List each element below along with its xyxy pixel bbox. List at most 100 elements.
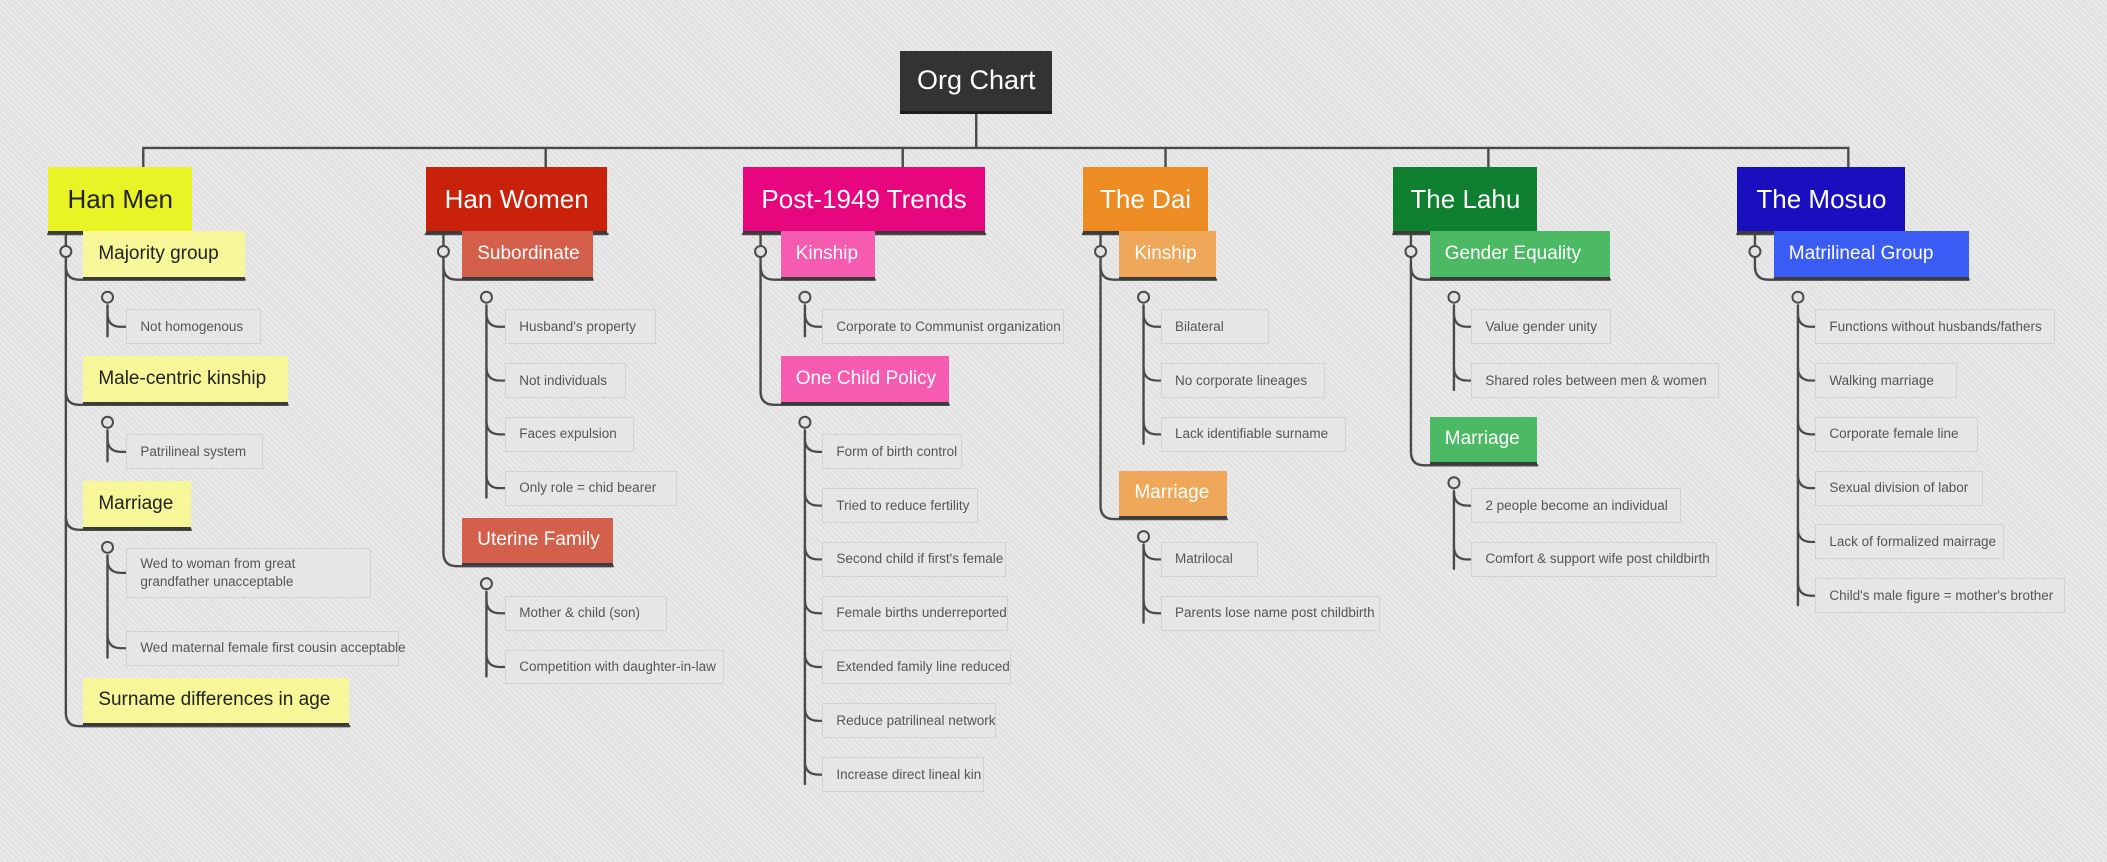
node-label: The Mosuo	[1756, 183, 1887, 214]
collapse-handle[interactable]	[101, 290, 114, 304]
subnode-the-dai-1[interactable]: Marriage	[1119, 470, 1227, 520]
subnode-han-women-1[interactable]: Uterine Family	[462, 517, 613, 567]
node-label: Shared roles between men & women	[1485, 372, 1707, 388]
leaf-han-women-0-3[interactable]: Only role = chid bearer	[505, 470, 678, 506]
collapse-handle[interactable]	[59, 244, 73, 258]
subnode-the-dai-0[interactable]: Kinship	[1119, 231, 1217, 280]
subnode-han-women-0[interactable]: Subordinate	[462, 231, 593, 280]
leaf-han-women-0-0[interactable]: Husband's property	[505, 309, 656, 345]
leaf-the-mosuo-0-2[interactable]: Corporate female line	[1815, 416, 1978, 452]
node-label: Walking marriage	[1829, 372, 1934, 388]
leaf-han-women-1-1[interactable]: Competition with daughter-in-law	[505, 649, 725, 685]
leaf-post-1949-0-0[interactable]: Corporate to Communist organization	[822, 309, 1065, 345]
leaf-han-women-1-0[interactable]: Mother & child (son)	[505, 595, 667, 631]
leaf-post-1949-1-2[interactable]: Second child if first's female	[822, 541, 1007, 577]
node-label: Value gender unity	[1485, 318, 1597, 334]
node-label: Functions without husbands/fathers	[1829, 318, 2042, 334]
node-label: Extended family line reduced	[836, 659, 1010, 675]
node-label: Corporate female line	[1829, 426, 1959, 442]
collapse-handle[interactable]	[101, 415, 114, 429]
subnode-the-lahu-0[interactable]: Gender Equality	[1429, 231, 1610, 280]
collapse-handle[interactable]	[1137, 530, 1151, 544]
leaf-the-lahu-0-0[interactable]: Value gender unity	[1471, 309, 1612, 345]
node-label: One Child Policy	[795, 367, 937, 389]
leaf-the-mosuo-0-3[interactable]: Sexual division of labor	[1815, 470, 1984, 506]
collapse-handle[interactable]	[101, 540, 114, 554]
node-label: Matrilocal	[1175, 551, 1233, 567]
collapse-handle[interactable]	[479, 577, 493, 591]
node-label: Org Chart	[916, 65, 1036, 96]
node-label: Lack identifiable surname	[1175, 426, 1329, 442]
leaf-han-women-0-1[interactable]: Not individuals	[505, 363, 627, 399]
subnode-han-men-3[interactable]: Surname differences in age	[83, 677, 350, 727]
collapse-handle[interactable]	[1447, 290, 1461, 304]
leaf-the-mosuo-0-0[interactable]: Functions without husbands/fathers	[1815, 309, 2055, 345]
collapse-handle[interactable]	[1404, 244, 1418, 258]
leaf-post-1949-1-3[interactable]: Female births underreported	[822, 595, 1008, 631]
leaf-post-1949-1-5[interactable]: Reduce patrilineal network	[822, 703, 996, 739]
collapse-handle[interactable]	[1447, 476, 1461, 490]
collapse-handle[interactable]	[1137, 290, 1151, 304]
node-label: Kinship	[1134, 242, 1197, 264]
subnode-post-1949-0[interactable]: Kinship	[780, 231, 875, 280]
leaf-han-men-0-0[interactable]: Not homogenous	[126, 309, 261, 345]
leaf-han-men-2-0[interactable]: Wed to woman from great grandfather unac…	[126, 547, 371, 598]
branch-node-han-men[interactable]: Han Men	[48, 166, 193, 234]
collapse-handle[interactable]	[1748, 244, 1762, 258]
leaf-the-mosuo-0-5[interactable]: Child's male figure = mother's brother	[1815, 578, 2066, 614]
collapse-handle[interactable]	[479, 290, 493, 304]
leaf-the-dai-0-2[interactable]: Lack identifiable surname	[1161, 416, 1347, 452]
leaf-the-dai-0-0[interactable]: Bilateral	[1161, 309, 1269, 345]
subnode-post-1949-1[interactable]: One Child Policy	[780, 356, 949, 405]
branch-node-the-lahu[interactable]: The Lahu	[1393, 166, 1538, 234]
leaf-the-dai-1-1[interactable]: Parents lose name post childbirth	[1161, 595, 1381, 631]
leaf-the-mosuo-0-1[interactable]: Walking marriage	[1815, 363, 1957, 399]
branch-node-the-mosuo[interactable]: The Mosuo	[1737, 166, 1906, 234]
node-label: Marriage	[1134, 482, 1210, 504]
node-label: Marriage	[1444, 428, 1520, 450]
root-node[interactable]: Org Chart	[900, 51, 1053, 115]
branch-node-han-women[interactable]: Han Women	[425, 166, 608, 234]
node-label: Han Women	[444, 183, 589, 214]
node-label: Subordinate	[477, 242, 580, 264]
leaf-the-dai-1-0[interactable]: Matrilocal	[1161, 541, 1258, 577]
branch-node-the-dai[interactable]: The Dai	[1083, 166, 1209, 234]
node-label: Uterine Family	[477, 529, 600, 551]
node-label: Post-1949 Trends	[761, 183, 967, 214]
subnode-the-mosuo-0[interactable]: Matrilineal Group	[1773, 231, 1969, 280]
leaf-han-men-2-1[interactable]: Wed maternal female first cousin accepta…	[126, 630, 406, 666]
node-label: The Dai	[1100, 183, 1192, 214]
collapse-handle[interactable]	[754, 244, 768, 258]
node-label: Sexual division of labor	[1829, 480, 1969, 496]
collapse-handle[interactable]	[1094, 244, 1108, 258]
leaf-han-women-0-2[interactable]: Faces expulsion	[505, 416, 635, 452]
leaf-post-1949-1-4[interactable]: Extended family line reduced	[822, 649, 1011, 685]
node-label: Han Men	[67, 183, 174, 214]
subnode-the-lahu-1[interactable]: Marriage	[1429, 416, 1538, 466]
leaf-the-dai-0-1[interactable]: No corporate lineages	[1161, 363, 1325, 399]
leaf-post-1949-1-6[interactable]: Increase direct lineal kin	[822, 757, 984, 793]
leaf-the-mosuo-0-4[interactable]: Lack of formalized mairrage	[1815, 524, 2004, 560]
node-label: Wed maternal female first cousin accepta…	[140, 640, 406, 656]
subnode-han-men-0[interactable]: Majority group	[83, 231, 245, 280]
leaf-the-lahu-1-0[interactable]: 2 people become an individual	[1471, 488, 1682, 524]
leaf-post-1949-1-0[interactable]: Form of birth control	[822, 434, 963, 470]
node-label: Faces expulsion	[519, 426, 617, 442]
node-label: Kinship	[795, 242, 859, 264]
node-label: Wed to woman from great grandfather unac…	[140, 555, 296, 589]
node-label: Competition with daughter-in-law	[519, 659, 716, 675]
subnode-han-men-2[interactable]: Marriage	[83, 481, 191, 530]
leaf-han-men-1-0[interactable]: Patrilineal system	[126, 434, 264, 470]
subnode-han-men-1[interactable]: Male-centric kinship	[83, 356, 288, 405]
node-label: Parents lose name post childbirth	[1175, 605, 1375, 621]
leaf-the-lahu-1-1[interactable]: Comfort & support wife post childbirth	[1471, 541, 1718, 577]
leaf-post-1949-1-1[interactable]: Tried to reduce fertility	[822, 488, 979, 524]
collapse-handle[interactable]	[436, 244, 450, 258]
leaf-the-lahu-0-1[interactable]: Shared roles between men & women	[1471, 363, 1719, 399]
node-label: Lack of formalized mairrage	[1829, 533, 1996, 549]
collapse-handle[interactable]	[1791, 290, 1805, 304]
branch-node-post-1949[interactable]: Post-1949 Trends	[743, 166, 985, 234]
collapse-handle[interactable]	[798, 415, 812, 429]
collapse-handle[interactable]	[798, 290, 812, 304]
